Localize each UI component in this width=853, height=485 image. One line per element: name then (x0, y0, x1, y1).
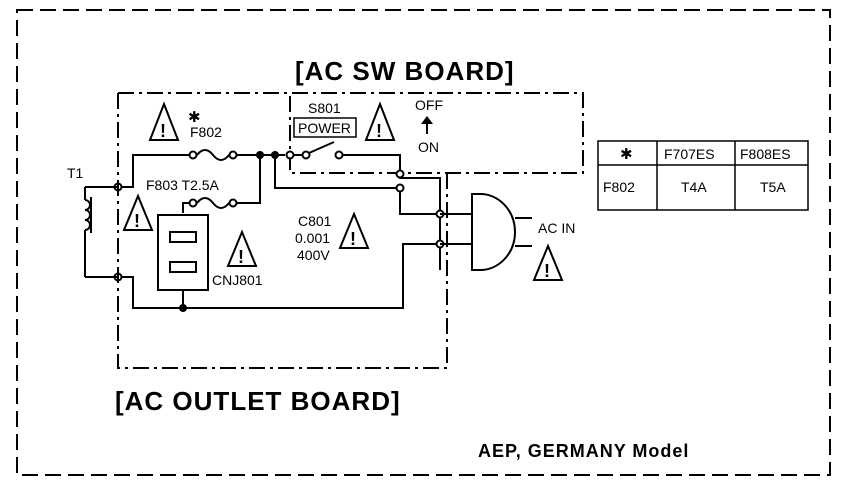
svg-text:!: ! (160, 121, 166, 141)
warning-icon: ! (364, 101, 396, 141)
junction-dot (179, 304, 187, 312)
ac-sw-board-title: [AC SW BOARD] (295, 56, 515, 86)
warning-icon: ! (226, 229, 258, 267)
c801-name: C801 (298, 213, 332, 229)
cnj801-label: CNJ801 (212, 272, 263, 288)
table-header-star: ✱ (620, 146, 633, 163)
svg-text:!: ! (134, 211, 140, 231)
ac-in-label: AC IN (538, 220, 575, 236)
power-label: POWER (298, 120, 351, 136)
svg-text:!: ! (238, 247, 244, 267)
ac-outlet-board-outline (117, 93, 448, 369)
s801-label: S801 (308, 100, 341, 116)
terminal (395, 169, 405, 179)
off-label: OFF (415, 97, 443, 113)
terminal (285, 150, 295, 160)
c801-voltage: 400V (297, 247, 330, 263)
table-cell-t5a: T5A (760, 179, 786, 195)
f803-fuse (188, 197, 238, 209)
f802-fuse (188, 149, 238, 161)
ac-outlet-board-title: [AC OUTLET BOARD] (115, 386, 401, 416)
outer-frame (16, 9, 831, 476)
warning-icon: ! (532, 243, 564, 281)
junction-dot (256, 151, 264, 159)
table-header-f808es: F808ES (740, 146, 791, 162)
junction-dot (271, 151, 279, 159)
svg-text:!: ! (350, 229, 356, 249)
t1-label: T1 (67, 165, 84, 181)
t1-transformer-coil (84, 186, 118, 278)
up-arrow-icon (421, 116, 433, 134)
table-cell-t4a: T4A (681, 179, 707, 195)
table-cell-f802: F802 (603, 179, 635, 195)
warning-icon: ! (122, 193, 154, 231)
f802-star: ✱ (188, 109, 201, 126)
ac-sw-board-outline (118, 92, 584, 174)
f803-label: F803 T2.5A (146, 177, 220, 193)
cnj801-outlet (157, 214, 209, 291)
s801-switch (293, 141, 344, 160)
svg-text:!: ! (544, 261, 550, 281)
c801-value: 0.001 (295, 230, 330, 246)
ac-plug (440, 193, 532, 271)
fuse-rating-table: ✱ F707ES F808ES F802 T4A T5A (597, 140, 809, 211)
model-label: AEP, GERMANY Model (478, 441, 689, 461)
warning-icon: ! (148, 101, 180, 141)
warning-icon: ! (338, 211, 370, 249)
terminal (395, 183, 405, 193)
svg-text:!: ! (376, 121, 382, 141)
power-label-box (293, 117, 357, 138)
table-header-f707es: F707ES (664, 146, 715, 162)
on-label: ON (418, 139, 439, 155)
f802-label: F802 (190, 124, 222, 140)
